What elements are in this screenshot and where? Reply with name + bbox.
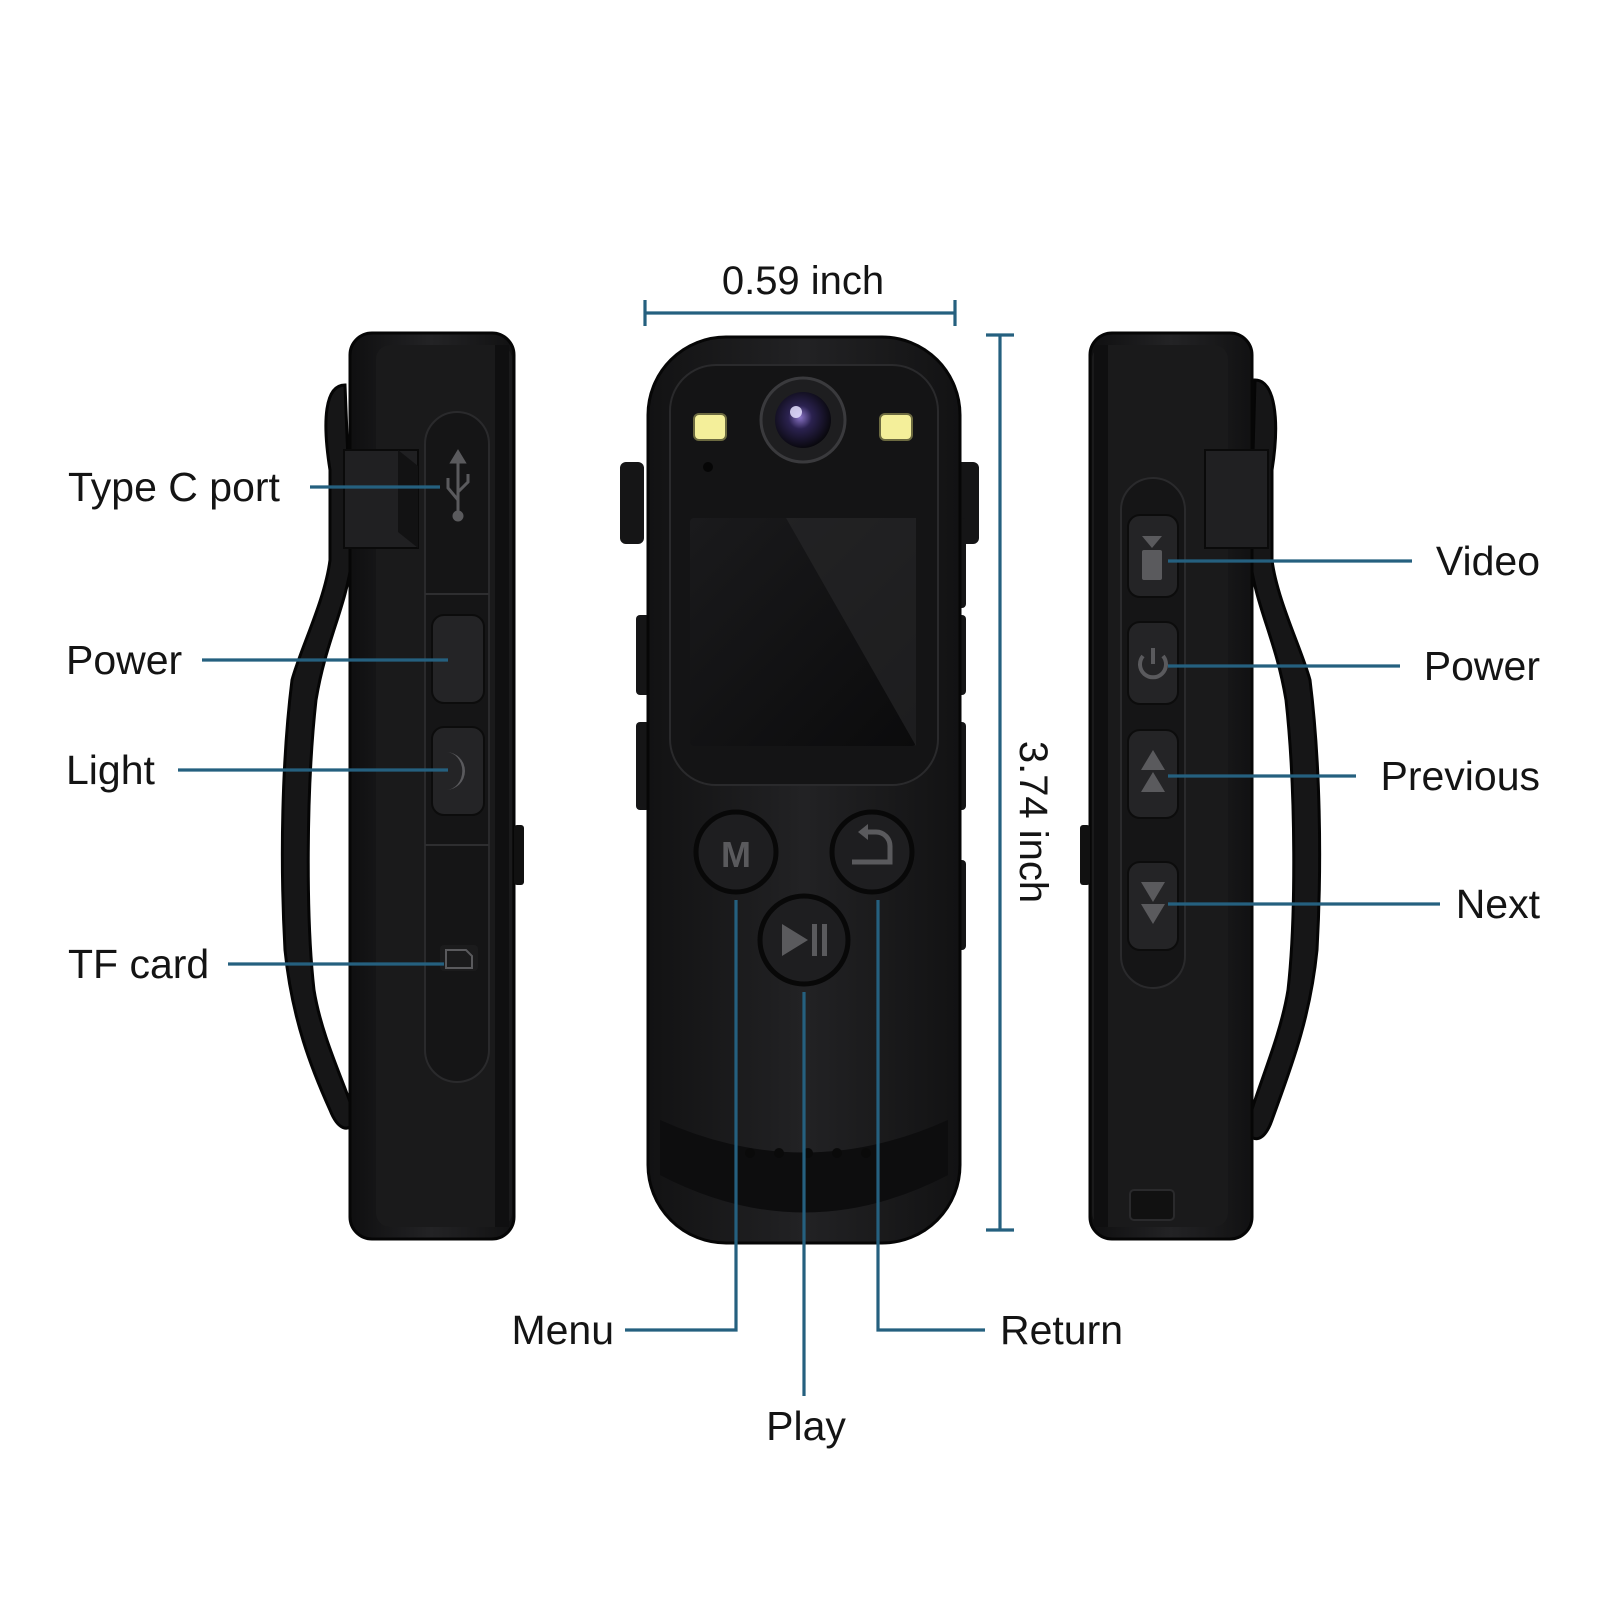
height-label: 3.74 inch <box>1011 741 1055 903</box>
label-tf-card: TF card <box>68 941 209 987</box>
label-return: Return <box>1000 1307 1123 1353</box>
label-type-c-port: Type C port <box>68 464 281 510</box>
sd-card-icon <box>445 949 473 969</box>
leader-lines <box>178 485 1440 1396</box>
callout-labels: Type C port Power Light TF card Video Po… <box>66 464 1541 1449</box>
label-menu: Menu <box>511 1307 614 1353</box>
front-view: M <box>620 335 979 1245</box>
play-pause-icon <box>782 924 827 956</box>
return-icon <box>852 829 893 865</box>
label-play: Play <box>766 1403 846 1449</box>
width-dimension: 0.59 inch <box>643 259 957 326</box>
label-previous: Previous <box>1380 753 1540 799</box>
belt-clip-right <box>1244 378 1322 1141</box>
label-left-power: Power <box>66 637 182 683</box>
moon-icon <box>446 752 465 790</box>
previous-icon <box>1141 750 1165 792</box>
right-led <box>879 413 913 441</box>
width-label: 0.59 inch <box>722 259 884 303</box>
label-next: Next <box>1456 881 1541 927</box>
next-icon <box>1141 882 1165 924</box>
usb-icon <box>446 449 470 522</box>
belt-clip-left <box>280 383 358 1130</box>
label-light: Light <box>66 747 156 793</box>
label-video: Video <box>1436 538 1540 584</box>
label-right-power: Power <box>1424 643 1540 689</box>
left-side-view <box>280 331 524 1241</box>
menu-button[interactable] <box>693 809 779 895</box>
menu-glyph: M <box>721 834 751 875</box>
video-camera-icon <box>1142 536 1162 580</box>
left-led <box>693 413 727 441</box>
power-icon <box>1138 648 1168 680</box>
height-dimension: 3.74 inch <box>986 333 1055 1232</box>
return-button[interactable] <box>829 809 915 895</box>
right-side-view <box>1080 331 1322 1241</box>
